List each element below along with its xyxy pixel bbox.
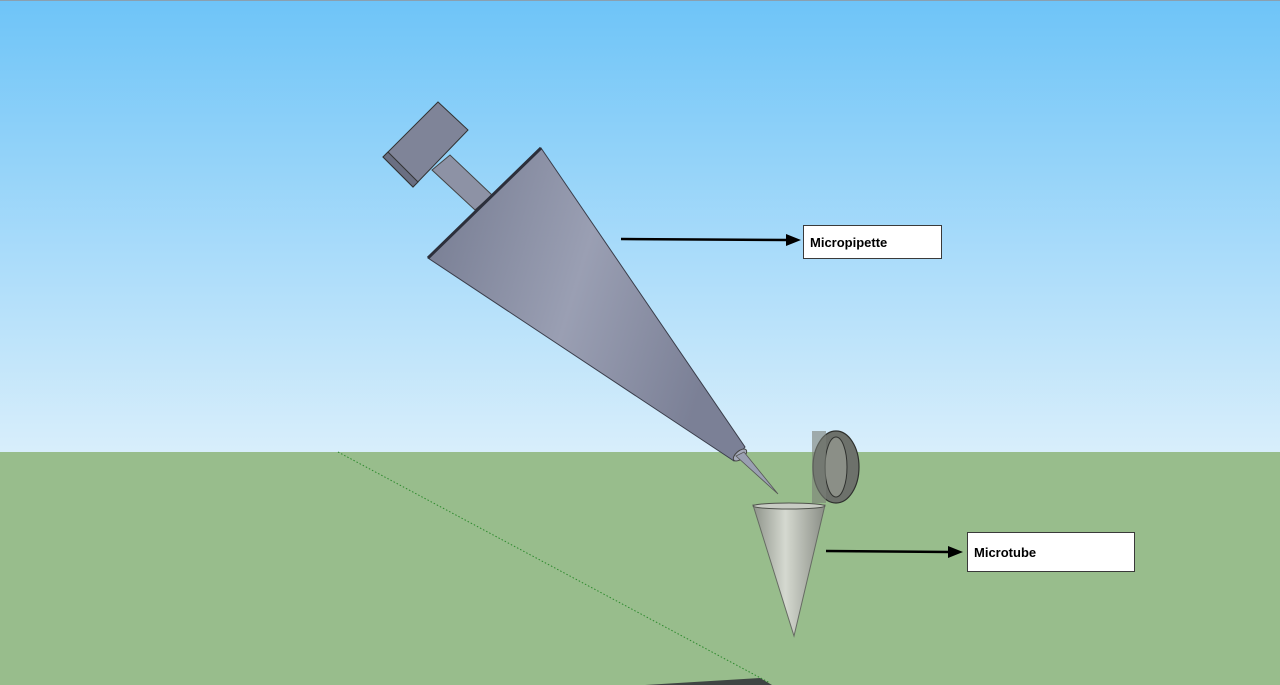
microtube-cap-inner xyxy=(824,436,848,498)
micropipette-model[interactable] xyxy=(382,101,779,495)
ground-object-edge xyxy=(645,678,772,685)
microtube-label-text: Microtube xyxy=(974,544,1037,560)
microtube-cap-band xyxy=(812,431,826,503)
micropipette-arrow xyxy=(620,234,801,246)
microtube-model[interactable] xyxy=(752,430,860,638)
micropipette-label-text: Micropipette xyxy=(810,234,888,250)
micropipette-label: Micropipette xyxy=(803,225,942,259)
plunger-knob-face xyxy=(382,151,419,188)
microtube-opening xyxy=(752,502,826,510)
microtube-arrow xyxy=(825,546,963,558)
microtube-label: Microtube xyxy=(967,532,1135,572)
pipette-rim xyxy=(426,146,543,260)
green-axis-line xyxy=(337,451,771,684)
pipette-needle xyxy=(735,451,779,495)
